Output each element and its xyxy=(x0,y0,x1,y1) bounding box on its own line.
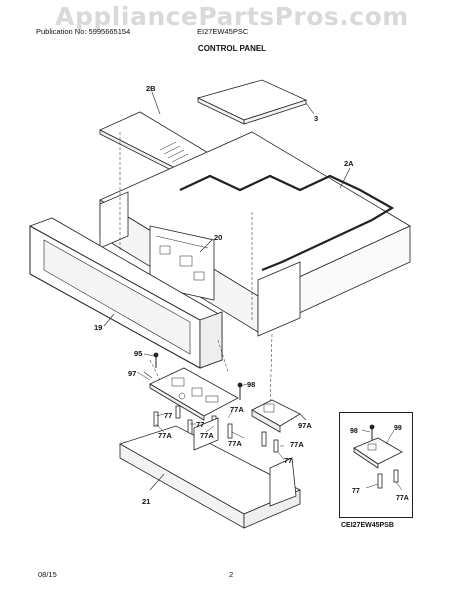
label-77-a: 77 xyxy=(164,411,172,420)
label-77a-a: 77A xyxy=(230,405,244,414)
label-2a: 2A xyxy=(344,159,354,168)
label-77a-b: 77A xyxy=(158,431,172,440)
publication-number: Publication No: 5995665154 xyxy=(36,27,131,36)
label-19: 19 xyxy=(94,323,102,332)
inset-frame xyxy=(339,412,413,518)
label-77a-c: 77A xyxy=(200,431,214,440)
label-77a-e: 77A xyxy=(290,440,304,449)
inset-caption: CEI27EW45PSB xyxy=(341,522,394,529)
label-2b: 2B xyxy=(146,84,156,93)
page-title: CONTROL PANEL xyxy=(197,44,267,53)
inset-label-98: 98 xyxy=(350,428,358,435)
footer-page: 2 xyxy=(229,570,234,579)
footer-date: 08/15 xyxy=(38,570,57,579)
label-21: 21 xyxy=(142,497,150,506)
part-21-tray xyxy=(119,417,301,529)
label-95: 95 xyxy=(134,349,142,358)
label-20: 20 xyxy=(214,233,222,242)
inset-label-99: 99 xyxy=(394,425,402,432)
label-97a: 97A xyxy=(298,421,312,430)
part-97-board xyxy=(143,367,239,421)
inset-label-77: 77 xyxy=(352,488,360,495)
part-97a-board xyxy=(251,399,307,433)
label-97: 97 xyxy=(128,369,136,378)
screws xyxy=(153,352,243,400)
label-3: 3 xyxy=(314,114,318,123)
inset-label-77a: 77A xyxy=(396,495,409,502)
label-98: 98 xyxy=(247,380,255,389)
part-3-cover xyxy=(196,79,315,125)
leader-lines xyxy=(136,353,403,491)
label-77a-d: 77A xyxy=(228,439,242,448)
label-77-c: 77 xyxy=(284,456,292,465)
part-20-bracket xyxy=(149,225,215,301)
watermark: AppliancePartsPros.com xyxy=(55,2,409,31)
part-19-panel xyxy=(29,217,223,369)
inset-drawing xyxy=(353,424,403,489)
model-number: EI27EW45PSC xyxy=(197,27,249,36)
alignment-lines xyxy=(119,132,273,413)
label-77-b: 77 xyxy=(196,420,204,429)
